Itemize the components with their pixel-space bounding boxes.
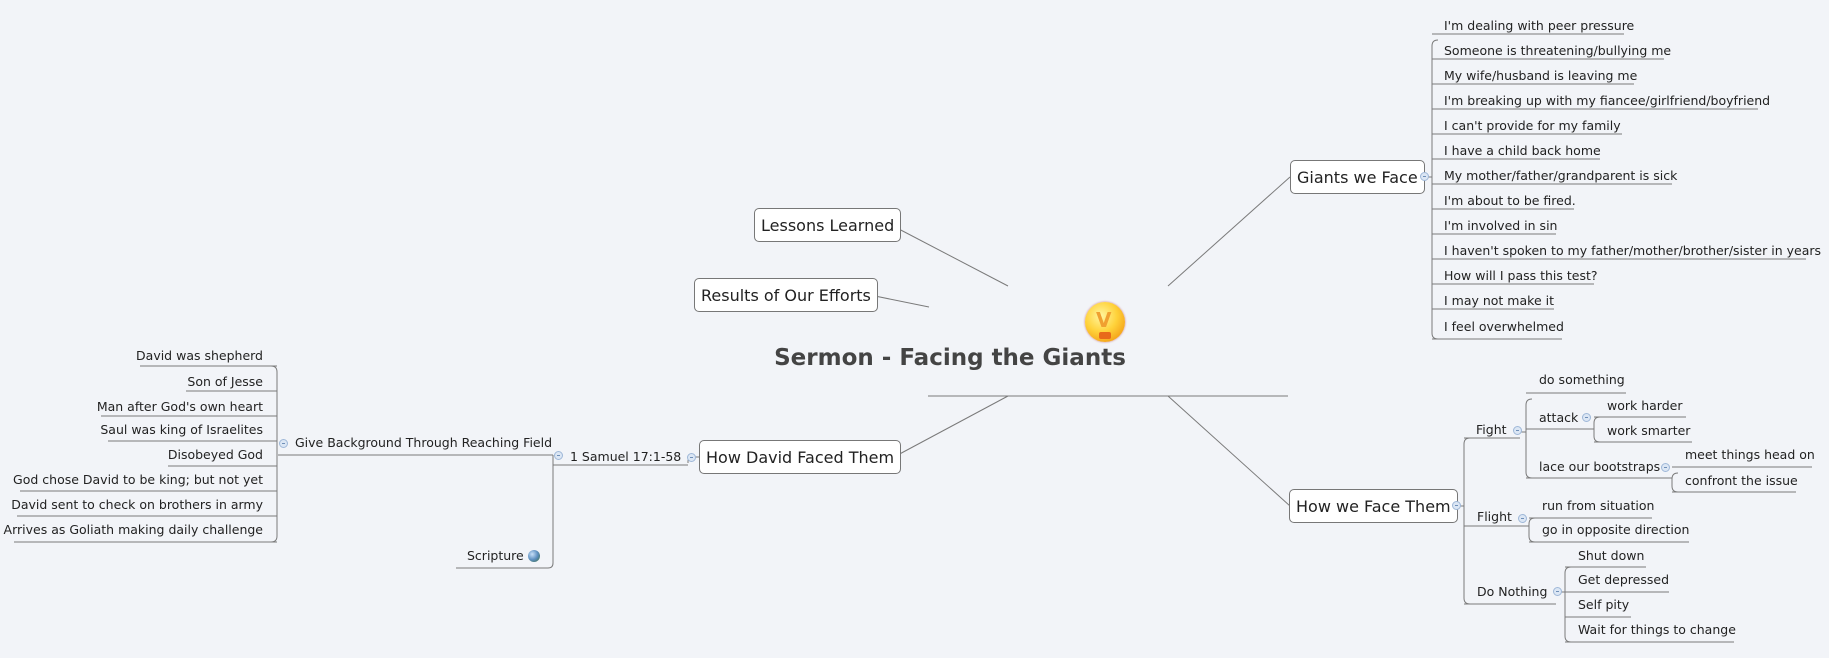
subtopic-flight[interactable]: Flight bbox=[1477, 509, 1512, 524]
list-item[interactable]: meet things head on bbox=[1685, 447, 1815, 462]
list-item[interactable]: My mother/father/grandparent is sick bbox=[1444, 168, 1678, 183]
list-item[interactable]: do something bbox=[1539, 372, 1625, 387]
central-topic[interactable]: Sermon - Facing the Giants bbox=[774, 345, 1126, 371]
collapse-how-we-face-button[interactable] bbox=[1452, 501, 1461, 510]
collapse-do-nothing-button[interactable] bbox=[1553, 587, 1562, 596]
collapse-attack-button[interactable] bbox=[1582, 413, 1591, 422]
list-item[interactable]: My wife/husband is leaving me bbox=[1444, 68, 1638, 83]
list-item[interactable]: go in opposite direction bbox=[1542, 522, 1690, 537]
list-item[interactable]: confront the issue bbox=[1685, 473, 1798, 488]
list-item[interactable]: I feel overwhelmed bbox=[1444, 319, 1564, 334]
collapse-bootstraps-button[interactable] bbox=[1661, 463, 1670, 472]
list-item[interactable]: I may not make it bbox=[1444, 293, 1554, 308]
collapse-background-button[interactable] bbox=[279, 439, 288, 448]
globe-icon bbox=[527, 550, 540, 562]
list-item[interactable]: I'm involved in sin bbox=[1444, 218, 1558, 233]
list-item[interactable]: work harder bbox=[1607, 398, 1683, 413]
list-item[interactable]: God chose David to be king; but not yet bbox=[13, 472, 263, 487]
list-item[interactable]: Self pity bbox=[1578, 597, 1630, 612]
list-item[interactable]: Shut down bbox=[1578, 548, 1645, 563]
collapse-david-button[interactable] bbox=[687, 453, 696, 462]
subtopic-background[interactable]: Give Background Through Reaching Field bbox=[295, 435, 553, 450]
list-item[interactable]: I'm about to be fired. bbox=[1444, 193, 1576, 208]
list-item[interactable]: work smarter bbox=[1607, 423, 1691, 438]
subtopic-attack[interactable]: attack bbox=[1539, 410, 1579, 425]
list-item[interactable]: David was shepherd bbox=[136, 348, 263, 363]
subtopic-do-nothing[interactable]: Do Nothing bbox=[1477, 584, 1548, 599]
list-item[interactable]: How will I pass this test? bbox=[1444, 268, 1598, 283]
list-item[interactable]: Someone is threatening/bullying me bbox=[1444, 43, 1672, 58]
collapse-flight-button[interactable] bbox=[1518, 514, 1527, 523]
topic-giants-we-face[interactable]: Giants we Face bbox=[1290, 160, 1425, 194]
topic-how-we-face-them[interactable]: How we Face Them bbox=[1289, 489, 1458, 523]
lightbulb-icon bbox=[1085, 302, 1125, 342]
topic-results-of-efforts[interactable]: Results of Our Efforts bbox=[694, 278, 878, 312]
list-item[interactable]: Man after God's own heart bbox=[96, 399, 263, 414]
subtopic-fight[interactable]: Fight bbox=[1476, 422, 1507, 437]
scripture-label: Scripture bbox=[467, 548, 524, 563]
list-item[interactable]: I'm dealing with peer pressure bbox=[1444, 18, 1635, 33]
topic-how-david-faced-them[interactable]: How David Faced Them bbox=[699, 440, 902, 474]
subtopic-scripture[interactable]: Scripture bbox=[467, 548, 540, 564]
list-item[interactable]: Disobeyed God bbox=[167, 447, 263, 462]
list-item[interactable]: run from situation bbox=[1542, 498, 1655, 513]
list-item[interactable]: Saul was king of Israelites bbox=[100, 422, 263, 437]
list-item[interactable]: I have a child back home bbox=[1444, 143, 1601, 158]
collapse-samuel-button[interactable] bbox=[554, 451, 563, 460]
list-item[interactable]: Get depressed bbox=[1578, 572, 1670, 587]
subtopic-bootstraps[interactable]: lace our bootstraps bbox=[1539, 459, 1661, 474]
collapse-fight-button[interactable] bbox=[1513, 426, 1522, 435]
list-item[interactable]: Wait for things to change bbox=[1578, 622, 1736, 637]
topic-lessons-learned[interactable]: Lessons Learned bbox=[754, 208, 902, 242]
list-item[interactable]: Arrives as Goliath making daily challeng… bbox=[3, 522, 263, 537]
list-item[interactable]: Son of Jesse bbox=[187, 374, 263, 389]
list-item[interactable]: David sent to check on brothers in army bbox=[11, 497, 263, 512]
subtopic-samuel[interactable]: 1 Samuel 17:1-58 bbox=[570, 449, 682, 464]
list-item[interactable]: I haven't spoken to my father/mother/bro… bbox=[1444, 243, 1822, 258]
collapse-giants-button[interactable] bbox=[1420, 172, 1429, 181]
list-item[interactable]: I'm breaking up with my fiancee/girlfrie… bbox=[1444, 93, 1771, 108]
list-item[interactable]: I can't provide for my family bbox=[1444, 118, 1621, 133]
